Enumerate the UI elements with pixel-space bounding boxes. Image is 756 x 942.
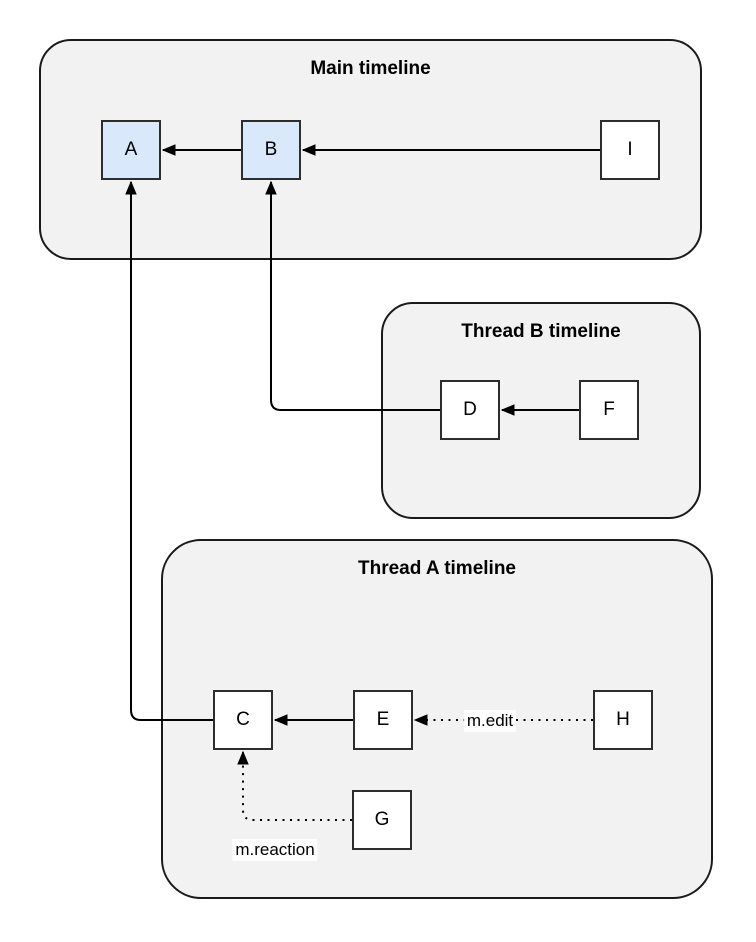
container-title: Main timeline (310, 58, 431, 79)
node-D: D (440, 380, 500, 440)
edge-label-m-reaction: m.reaction (232, 839, 318, 861)
edge-label-m-edit: m.edit (463, 710, 517, 732)
node-B: B (241, 120, 301, 180)
node-E: E (353, 690, 413, 750)
container-title: Thread A timeline (357, 558, 516, 579)
node-F: F (579, 380, 639, 440)
node-G: G (352, 790, 412, 850)
node-H: H (593, 690, 653, 750)
node-C: C (213, 690, 273, 750)
container-thread-b-timeline: Thread B timeline (381, 302, 701, 519)
node-A: A (101, 120, 161, 180)
node-I: I (600, 120, 660, 180)
container-title: Thread B timeline (461, 321, 621, 342)
